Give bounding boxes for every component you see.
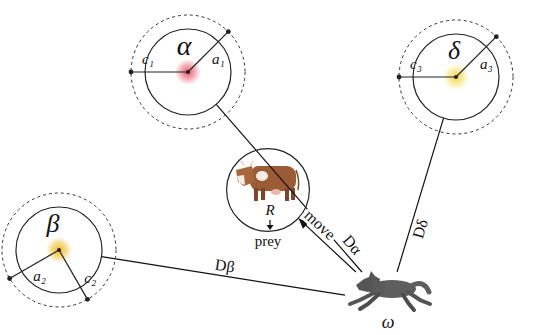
cow-leg [285,188,289,201]
cow-leg [254,188,258,201]
cow-face [237,175,245,185]
radius-end-dot [129,70,134,75]
wolf-leg [408,292,430,304]
wolf-symbol: ω [382,313,395,331]
edge-label: Dδ [410,215,432,242]
cow-patch [256,171,268,181]
rank-symbol: δ [448,38,460,64]
coefficient-label: a₁ [212,52,225,67]
rank-dot [46,237,72,263]
cow-horns [241,161,253,166]
connector-line [216,104,362,272]
cow-leg [261,188,265,200]
radius-symbol: R [265,203,274,218]
prey-pointer [267,220,274,230]
inner-circle [16,207,102,293]
center-dot [186,70,190,74]
center-dot [454,75,458,79]
edge-label: Dβ [212,256,238,276]
connector-line [101,257,345,295]
outer-dashed-circle [131,15,245,129]
prey-label: prey [255,234,282,249]
radius-end-dot [397,75,402,80]
prey-circle: Rprey [226,148,310,252]
coefficient-label: a₃ [480,57,493,72]
radius-line [59,250,88,299]
ring-outline [108,10,268,134]
wolf-rank-circle: β a₂ c₂ [0,188,139,312]
edge-label: move [300,205,340,244]
wolf-tail [413,284,429,292]
center-dot [57,248,61,252]
wolf-illustration [350,271,430,310]
radius-end-dot [226,29,231,34]
radius-end-dot [85,297,90,302]
edge-label: Dα [338,231,366,260]
prey-circle-outline [227,149,310,232]
cow-udder [271,189,281,195]
radius-line [399,76,456,77]
ring-outline [0,188,139,312]
radius-line [188,32,228,72]
outer-dashed-circle [399,20,513,134]
wolf-leg [403,295,414,310]
rank-symbol: β [47,211,60,237]
cow-illustration [236,161,299,201]
coefficient-label: a₂ [33,269,46,284]
coefficient-label: c₁ [142,52,154,67]
radius-end-dot [494,34,499,39]
wolf-leg [360,294,379,309]
pointer-head [267,225,274,230]
radius-end-dot [7,276,12,281]
connector-line [397,118,443,272]
cow-tail [296,170,299,190]
ring-outline [376,15,536,139]
cow-head [236,166,254,186]
rank-symbol: α [177,32,192,60]
outer-dashed-circle [2,193,116,307]
radius-line [131,71,188,72]
radius-line [456,37,496,77]
wolf-node: ω [345,272,431,332]
wolf-rank-circle: δ a₃ c₃ [376,15,536,139]
coefficient-label: c₂ [84,271,96,286]
coefficient-label: c₃ [410,57,422,72]
wolf-rank-circle: α a₁ c₁ [108,10,268,134]
